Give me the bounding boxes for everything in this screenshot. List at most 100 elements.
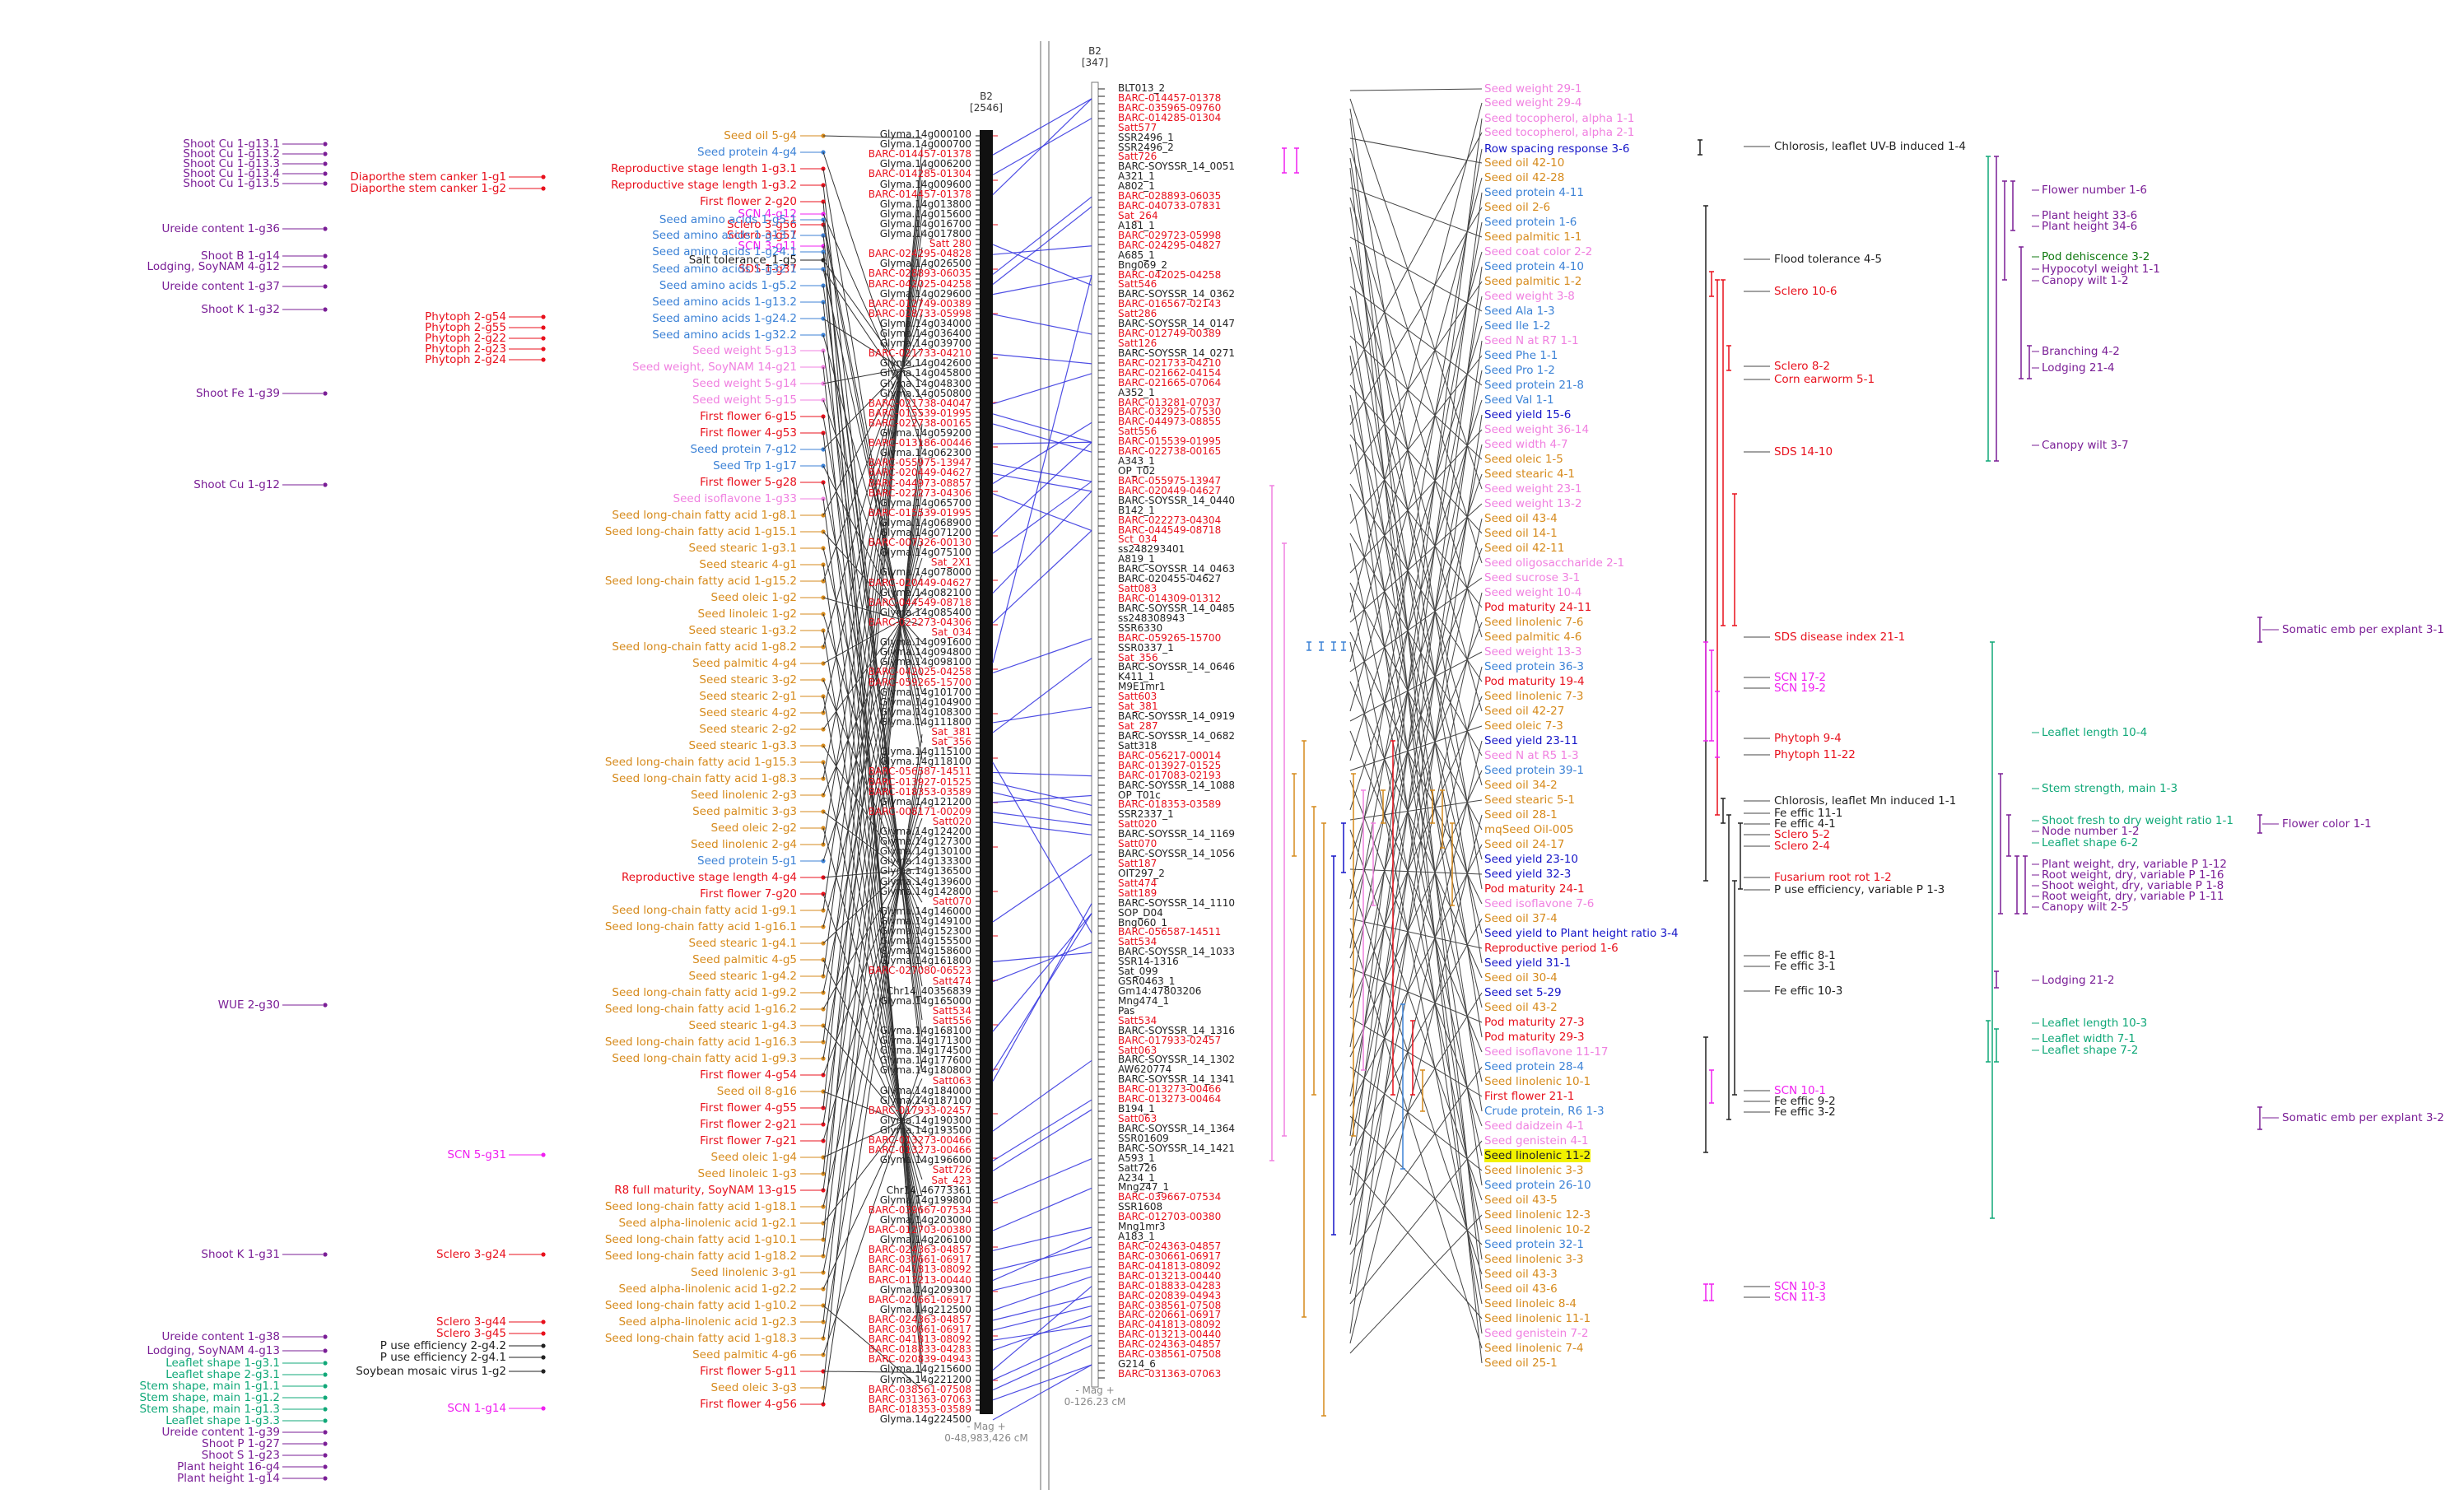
qtl-trait-label[interactable]: Phytoph 2-g55 bbox=[425, 321, 506, 334]
qtl-trait-label[interactable]: Seed oil 24-17 bbox=[1484, 838, 1565, 851]
qtl-trait-label[interactable]: Seed stearic 1-g4.3 bbox=[688, 1019, 797, 1032]
left-marker-label[interactable]: Satt534 bbox=[932, 1004, 971, 1017]
left-marker-label[interactable]: BARC-027080-06523 bbox=[868, 965, 971, 977]
qtl-trait-label[interactable]: Pod maturity 24-11 bbox=[1484, 601, 1592, 614]
qtl-trait-label[interactable]: Seed oil 8-g16 bbox=[716, 1085, 797, 1098]
qtl-trait-label[interactable]: Phytoph 11-22 bbox=[1774, 748, 1856, 761]
qtl-trait-label[interactable]: Seed isoflavone 11-17 bbox=[1484, 1045, 1609, 1059]
qtl-trait-label[interactable]: Ureide content 1-g37 bbox=[161, 280, 280, 293]
qtl-trait-label[interactable]: Stem shape, main 1-g1.3 bbox=[139, 1403, 280, 1416]
left-marker-label[interactable]: Glyma.14g017800 bbox=[879, 228, 971, 240]
qtl-trait-label[interactable]: Seed stearic 2-g2 bbox=[699, 723, 797, 736]
right-marker-label[interactable]: Satt070 bbox=[1118, 838, 1157, 850]
left-marker-label[interactable]: BARC-041813-08092 bbox=[868, 1264, 971, 1276]
right-marker-label[interactable]: BARC-SOYSSR_14_0147 bbox=[1118, 318, 1236, 330]
right-marker-label[interactable]: BARC-021733-04210 bbox=[1118, 356, 1222, 369]
left-zoom-control[interactable]: - Mag + bbox=[967, 1421, 1006, 1432]
left-marker-label[interactable]: BARC-020839-04943 bbox=[868, 1353, 971, 1366]
qtl-trait-label[interactable]: Shoot Fe 1-g39 bbox=[195, 387, 280, 400]
right-marker-label[interactable]: BARC-029723-05998 bbox=[1118, 229, 1222, 241]
right-marker-label[interactable]: BARC-013213-00440 bbox=[1118, 1269, 1222, 1282]
qtl-trait-label[interactable]: Leaflet length 10-3 bbox=[2042, 1017, 2148, 1030]
right-marker-label[interactable]: A181_1 bbox=[1118, 219, 1155, 231]
left-marker-label[interactable]: BARC-013213-00440 bbox=[868, 1273, 971, 1286]
left-marker-label[interactable]: BARC-031363-07063 bbox=[868, 1393, 971, 1405]
qtl-trait-label[interactable]: Seed linolenic 3-3 bbox=[1484, 1164, 1584, 1177]
qtl-trait-label[interactable]: Seed palmitic 1-1 bbox=[1484, 230, 1582, 244]
qtl-trait-label[interactable]: Sclero 10-6 bbox=[1774, 285, 1838, 298]
qtl-trait-label[interactable]: Seed weight 5-g14 bbox=[692, 377, 797, 390]
qtl-trait-label[interactable]: First flower 4-g53 bbox=[700, 426, 797, 440]
qtl-trait-label[interactable]: Seed isoflavone 1-g33 bbox=[673, 492, 797, 505]
left-marker-label[interactable]: Glyma.14g118100 bbox=[879, 756, 971, 768]
left-marker-label[interactable]: BARC-017933-02457 bbox=[868, 1104, 971, 1116]
qtl-trait-label[interactable]: Reproductive stage length 4-g4 bbox=[621, 871, 797, 884]
left-marker-label[interactable]: Glyma.14g165000 bbox=[879, 994, 971, 1007]
right-marker-label[interactable]: ss248293401 bbox=[1118, 543, 1185, 556]
qtl-trait-label[interactable]: P use efficiency, variable P 1-3 bbox=[1774, 883, 1945, 896]
qtl-trait-label[interactable]: Seed stearic 1-g4.2 bbox=[688, 970, 797, 983]
qtl-trait-label[interactable]: Sclero 3-g24 bbox=[436, 1248, 506, 1261]
left-marker-label[interactable]: Glyma.14g029600 bbox=[879, 287, 971, 300]
qtl-trait-label[interactable]: First flower 4-g55 bbox=[700, 1101, 797, 1115]
right-marker-label[interactable]: Bng060_1 bbox=[1118, 916, 1167, 929]
qtl-trait-label[interactable]: Seed oil 5-g4 bbox=[724, 129, 797, 142]
left-marker-label[interactable]: Glyma.14g078000 bbox=[879, 566, 971, 579]
qtl-trait-label[interactable]: Seed amino acids 1-g5.1 bbox=[659, 213, 797, 226]
qtl-trait-label[interactable]: Seed weight 10-4 bbox=[1484, 586, 1582, 599]
qtl-trait-label[interactable]: Seed stearic 1-g4.1 bbox=[688, 937, 797, 950]
left-marker-label[interactable]: BARC-056587-14511 bbox=[868, 766, 971, 778]
left-marker-label[interactable]: BARC-008171-00209 bbox=[868, 805, 971, 817]
right-marker-label[interactable]: A593_1 bbox=[1118, 1152, 1155, 1164]
right-marker-label[interactable]: OP_T01c bbox=[1118, 789, 1161, 801]
right-marker-label[interactable]: BARC-020839-04943 bbox=[1118, 1289, 1222, 1301]
left-marker-label[interactable]: Glyma.14g059200 bbox=[879, 427, 971, 440]
qtl-trait-label[interactable]: Seed Phe 1-1 bbox=[1484, 349, 1558, 362]
left-marker-label[interactable]: Sat_356 bbox=[931, 736, 971, 748]
right-marker-label[interactable]: Satt063 bbox=[1118, 1044, 1157, 1056]
right-marker-label[interactable]: BARC-SOYSSR_14_0646 bbox=[1118, 661, 1236, 673]
qtl-trait-label[interactable]: Seed weight 13-3 bbox=[1484, 645, 1582, 659]
qtl-trait-label[interactable]: Seed linolenic 2-g3 bbox=[690, 789, 797, 802]
qtl-trait-label[interactable]: SDS 1-g37 bbox=[738, 263, 797, 276]
right-marker-label[interactable]: BARC-041813-08092 bbox=[1118, 1319, 1222, 1331]
right-marker-label[interactable]: Satt603 bbox=[1118, 691, 1157, 703]
right-marker-label[interactable]: BARC-SOYSSR_14_0271 bbox=[1118, 347, 1236, 359]
qtl-trait-label[interactable]: Seed linolenic 2-g4 bbox=[690, 838, 797, 851]
right-marker-label[interactable]: Satt189 bbox=[1118, 887, 1157, 899]
left-marker-label[interactable]: Glyma.14g212500 bbox=[879, 1303, 971, 1315]
right-marker-label[interactable]: BARC-040733-07831 bbox=[1118, 200, 1222, 212]
qtl-trait-label[interactable]: Reproductive stage length 1-g3.1 bbox=[611, 162, 797, 175]
left-marker-label[interactable]: Glyma.14g068900 bbox=[879, 516, 971, 528]
left-marker-label[interactable]: BARC-038561-07508 bbox=[868, 1383, 971, 1395]
right-marker-label[interactable]: BARC-SOYSSR_14_1316 bbox=[1118, 1024, 1236, 1036]
right-marker-label[interactable]: BARC-018353-03589 bbox=[1118, 798, 1222, 811]
qtl-trait-label[interactable]: Seed weight, SoyNAM 14-g21 bbox=[631, 361, 797, 374]
qtl-trait-label[interactable]: Seed stearic 1-g3.1 bbox=[688, 542, 797, 555]
qtl-trait-label[interactable]: Seed stearic 1-g3.3 bbox=[688, 739, 797, 752]
left-marker-label[interactable]: Glyma.14g203000 bbox=[879, 1213, 971, 1226]
right-marker-label[interactable]: BARC-017083-02193 bbox=[1118, 769, 1222, 781]
qtl-trait-label[interactable]: Ureide content 1-g38 bbox=[161, 1330, 280, 1343]
qtl-trait-label[interactable]: Seed palmitic 3-g3 bbox=[692, 805, 797, 818]
qtl-trait-label[interactable]: Leaflet shape 2-g3.1 bbox=[165, 1368, 280, 1381]
qtl-trait-label[interactable]: First flower 2-g20 bbox=[700, 195, 797, 208]
qtl-trait-label[interactable]: Phytoph 2-g24 bbox=[425, 353, 506, 366]
right-marker-label[interactable]: BARC-020455-04627 bbox=[1118, 573, 1222, 585]
left-marker-label[interactable]: BARC-028733-05998 bbox=[868, 307, 971, 319]
right-marker-label[interactable]: Sat_264 bbox=[1118, 210, 1158, 221]
qtl-trait-label[interactable]: SCN 5-g31 bbox=[447, 1148, 506, 1161]
right-marker-label[interactable]: Mng1mr3 bbox=[1118, 1221, 1166, 1233]
left-marker-label[interactable]: Glyma.14g177600 bbox=[879, 1054, 971, 1067]
left-marker-label[interactable]: BARC-015539-01995 bbox=[868, 407, 971, 419]
qtl-trait-label[interactable]: Seed amino acids 1-g13.1 bbox=[652, 229, 797, 242]
qtl-trait-label[interactable]: Seed coat color 2-2 bbox=[1484, 245, 1593, 258]
qtl-trait-label[interactable]: Seed oil 37-4 bbox=[1484, 912, 1558, 925]
qtl-trait-label[interactable]: Canopy wilt 2-5 bbox=[2042, 901, 2129, 914]
qtl-trait-label[interactable]: Sclero 3-g56 bbox=[726, 218, 797, 231]
qtl-trait-label[interactable]: Seed oil 43-3 bbox=[1484, 1268, 1558, 1281]
qtl-trait-label[interactable]: Shoot B 1-g14 bbox=[201, 249, 280, 263]
qtl-trait-label[interactable]: Seed stearic 4-g1 bbox=[699, 558, 797, 571]
right-marker-label[interactable]: A685_1 bbox=[1118, 249, 1155, 261]
qtl-trait-label[interactable]: Seed long-chain fatty acid 1-g16.1 bbox=[604, 920, 797, 933]
